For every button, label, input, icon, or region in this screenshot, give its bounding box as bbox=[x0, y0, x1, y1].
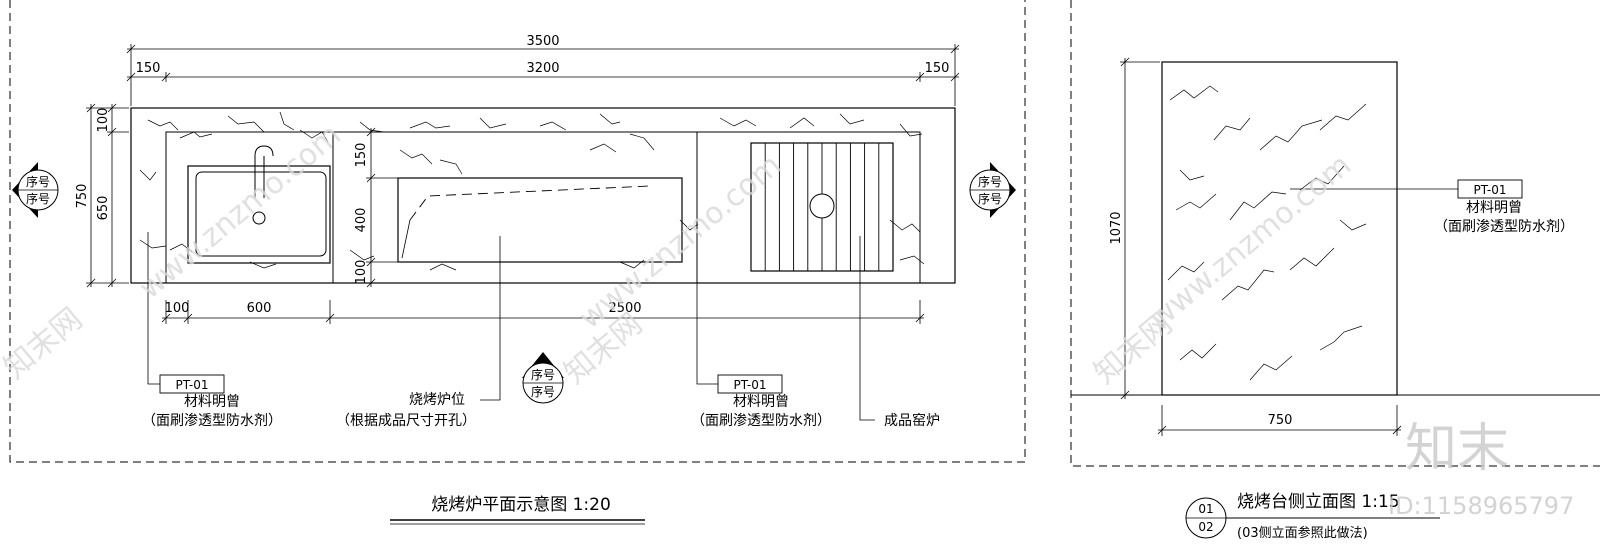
elevation-label-2: （面刷渗透型防水剂） bbox=[1434, 219, 1574, 235]
elevation-view: 1070 750 PT-01 材料明曾 （面刷渗透型防水剂） 01 02 烧烤台… bbox=[1071, 57, 1600, 541]
dim-total: 3500 bbox=[526, 34, 559, 49]
dim-bottom-a: 100 bbox=[165, 301, 190, 316]
elevation-dim-width bbox=[1157, 405, 1402, 436]
watermark-id: ID:1158965797 bbox=[1388, 492, 1574, 520]
marble-veins bbox=[139, 111, 925, 271]
watermark-brand: 知末 bbox=[1405, 419, 1509, 479]
dim-left-total: 750 bbox=[75, 184, 90, 209]
elevation-dim-height-label: 1070 bbox=[1109, 211, 1124, 244]
watermark-site-1: 知末网 bbox=[0, 301, 89, 386]
elevation-note: (03侧立面参照此做法) bbox=[1237, 525, 1368, 541]
dim-left-a: 100 bbox=[96, 108, 111, 133]
sink-outer bbox=[187, 165, 331, 264]
marker-right-bottom: 序号 bbox=[978, 191, 1002, 206]
label-left-2: （面刷渗透型防水剂） bbox=[142, 413, 282, 429]
plan-view: 3500 150 3200 150 100 600 2500 750 100 6… bbox=[12, 34, 1016, 525]
watermark-site-3: 知末网 bbox=[1088, 306, 1179, 391]
elevation-dim-height bbox=[1120, 57, 1160, 400]
plan-dims-top bbox=[126, 44, 960, 106]
kiln-grate bbox=[750, 142, 894, 272]
dim-bottom-b: 600 bbox=[247, 301, 272, 316]
dim-left: 150 bbox=[136, 61, 161, 76]
elevation-dim-width-label: 750 bbox=[1268, 413, 1293, 428]
label-mid-1: 烧烤炉位 bbox=[409, 392, 465, 408]
dim-left-b: 650 bbox=[96, 196, 111, 221]
tag-left-box bbox=[159, 374, 225, 394]
section-marker-left bbox=[12, 162, 59, 218]
marker-bottom-bottom: 序号 bbox=[531, 384, 555, 399]
elevation-label-1: 材料明曾 bbox=[1466, 200, 1522, 216]
label-right-1: 材料明曾 bbox=[733, 394, 789, 410]
counter-inner bbox=[165, 131, 921, 284]
elevation-tag: PT-01 bbox=[1473, 183, 1506, 197]
sheet-frames bbox=[9, 0, 1600, 467]
watermark-text-3: www.znzmo.com bbox=[1143, 148, 1358, 337]
dim-inner-a: 150 bbox=[354, 143, 369, 168]
marker-bottom-top: 序号 bbox=[531, 367, 555, 382]
label-mid-2: （根据成品尺寸开孔） bbox=[336, 413, 476, 429]
plan-title: 烧烤炉平面示意图 1:20 bbox=[431, 495, 611, 515]
sink-basin bbox=[195, 171, 327, 257]
watermark-text-2: www.znzmo.com bbox=[573, 148, 788, 337]
section-marker-right bbox=[969, 162, 1016, 218]
marker-right-top: 序号 bbox=[978, 174, 1002, 189]
watermark: www.znzmo.com www.znzmo.com www.znzmo.co… bbox=[0, 118, 1574, 520]
elevation-title: 烧烤台侧立面图 1:15 bbox=[1237, 492, 1400, 512]
dim-mid: 3200 bbox=[526, 61, 559, 76]
plan-leaders bbox=[147, 132, 875, 421]
grill-slot bbox=[397, 177, 683, 263]
dim-inner-c: 100 bbox=[354, 260, 369, 285]
sink-drain bbox=[252, 211, 266, 225]
elevation-slab bbox=[1161, 61, 1398, 396]
dim-right: 150 bbox=[925, 61, 950, 76]
label-kiln: 成品窑炉 bbox=[884, 412, 940, 429]
dim-inner-b: 400 bbox=[354, 208, 369, 233]
circle-top: 01 bbox=[1198, 502, 1213, 516]
plan-dims-bottom bbox=[161, 300, 925, 324]
circle-bottom: 02 bbox=[1198, 520, 1213, 534]
section-marker-bottom bbox=[522, 352, 564, 404]
tag-right-box bbox=[717, 374, 783, 394]
dim-bottom-c: 2500 bbox=[608, 301, 641, 316]
faucet bbox=[254, 145, 274, 198]
marker-left-bottom: 序号 bbox=[26, 191, 50, 206]
watermark-text-1: www.znzmo.com bbox=[133, 118, 348, 307]
label-left-1: 材料明曾 bbox=[184, 394, 240, 410]
tag-left: PT-01 bbox=[175, 378, 208, 392]
elevation-veins bbox=[1167, 85, 1367, 381]
label-right-2: （面刷渗透型防水剂） bbox=[691, 413, 831, 429]
elevation-tag-box bbox=[1457, 179, 1523, 199]
tag-right: PT-01 bbox=[733, 378, 766, 392]
marker-left-top: 序号 bbox=[26, 174, 50, 189]
plan-dims-inner bbox=[366, 127, 398, 288]
plan-dims-left bbox=[86, 103, 129, 288]
